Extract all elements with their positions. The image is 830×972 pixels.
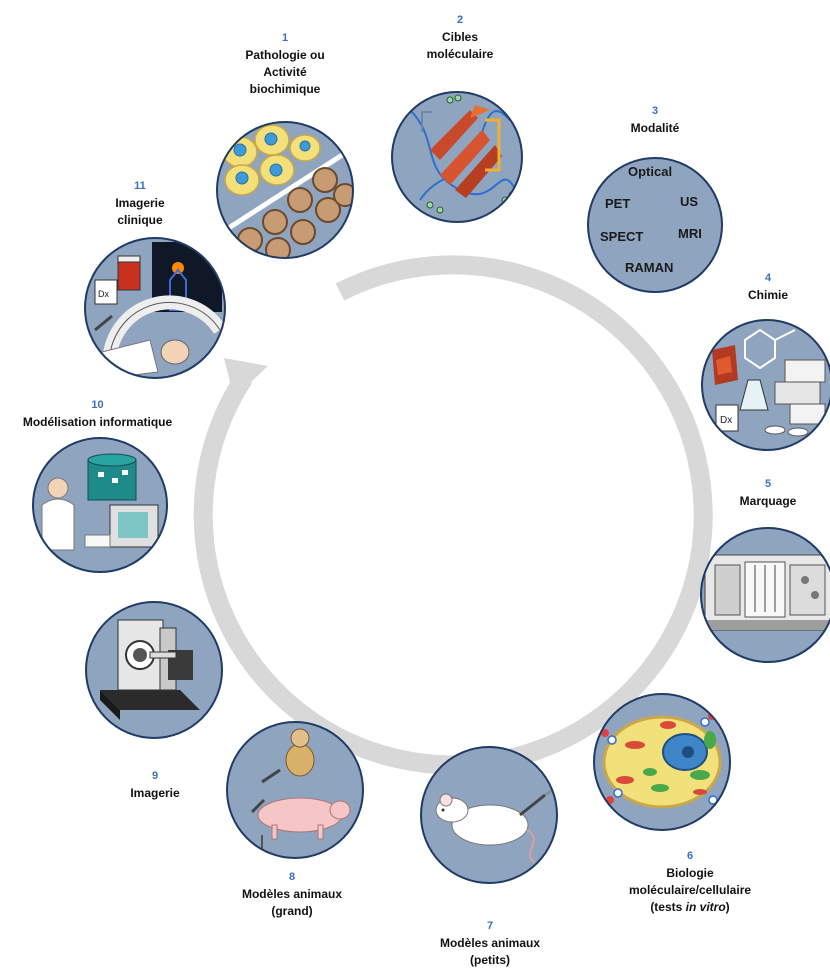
step-title-line: Pathologie ou [245, 48, 325, 62]
step-title-line: Modélisation informatique [22, 415, 173, 429]
cells-icon [216, 121, 354, 259]
step-number: 3 [651, 105, 659, 117]
step-label-1: 1 Pathologie ou Activité biochimique [210, 30, 360, 98]
step-number: 5 [764, 478, 772, 490]
step-label-3: 3 Modalité [600, 103, 710, 137]
synthesis-module-icon [700, 527, 830, 663]
large-animals-icon [226, 721, 364, 859]
step-number: 2 [456, 14, 464, 26]
step-number: 6 [686, 850, 694, 862]
italic-prefix: (tests [650, 900, 686, 914]
step-number: 4 [764, 272, 772, 284]
step-label-6: 6 Biologie moléculaire/cellulaire (tests… [600, 848, 780, 916]
cell-icon [593, 693, 731, 831]
step-label-4: 4 Chimie [728, 270, 808, 304]
clinical-scanner-icon: Dx [84, 237, 226, 379]
step-label-2: 2 Cibles moléculaire [400, 12, 520, 63]
step-number: 1 [281, 32, 289, 44]
chemistry-icon: Dx [701, 319, 830, 451]
step-title-line: clinique [117, 213, 163, 227]
step-number: 10 [91, 399, 104, 411]
step-title-line: Chimie [747, 288, 788, 302]
protein-structure-icon [391, 91, 523, 223]
step-title-line: moléculaire/cellulaire [628, 883, 752, 897]
step-label-9: 9 Imagerie [110, 768, 200, 802]
step-number: 8 [288, 871, 296, 883]
modality-raman: RAMAN [625, 260, 674, 275]
svg-text:Dx: Dx [720, 415, 732, 426]
step-title-line: (grand) [271, 904, 313, 918]
modality-icon [587, 157, 723, 293]
italic-suffix: ) [725, 900, 730, 914]
step-title-line: (petits) [470, 953, 510, 967]
step-title-line: biochimique [249, 82, 321, 96]
step-title-line: Cibles [441, 30, 478, 44]
step-title-line: Marquage [739, 494, 797, 508]
step-label-11: 11 Imagerie clinique [100, 178, 180, 229]
step-number: 7 [486, 920, 494, 932]
step-label-5: 5 Marquage [718, 476, 818, 510]
modality-pet: PET [605, 196, 631, 211]
step-title-line: Biologie [666, 866, 714, 880]
step-number: 11 [134, 180, 146, 192]
modality-labels: Optical PET US SPECT MRI RAMAN [590, 160, 720, 290]
modality-us: US [680, 194, 699, 209]
cycle-arrow [193, 255, 713, 775]
svg-text:Dx: Dx [98, 289, 109, 299]
step-title-line: Modèles animaux [439, 936, 541, 950]
step-title-line: Modalité [630, 121, 680, 135]
italic-text: in vitro [685, 900, 726, 914]
step-title-line: Modèles animaux [241, 887, 343, 901]
modality-spect: SPECT [600, 229, 644, 244]
modality-mri: MRI [678, 226, 702, 241]
computer-modeling-icon [32, 437, 168, 573]
mouse-icon [420, 746, 558, 884]
step-title-line: Imagerie [115, 196, 165, 210]
step-title-line: moléculaire [426, 47, 494, 61]
preclinical-scanner-icon [85, 601, 223, 739]
step-title-line-italic: (tests in vitro) [600, 899, 780, 916]
modality-optical: Optical [628, 164, 673, 179]
step-title-line: Imagerie [130, 786, 180, 800]
step-label-10: 10 Modélisation informatique [0, 397, 195, 431]
step-title-line: Activité [263, 65, 307, 79]
step-label-8: 8 Modèles animaux (grand) [222, 869, 362, 920]
step-number: 9 [151, 770, 159, 782]
step-label-7: 7 Modèles animaux (petits) [420, 918, 560, 969]
